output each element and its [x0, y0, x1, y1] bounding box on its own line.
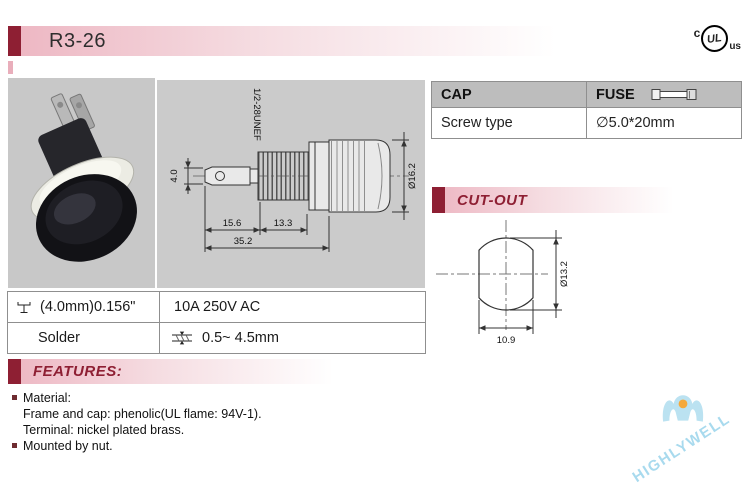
fuse-icon: [651, 89, 697, 100]
header-sub-accent: [8, 61, 13, 74]
feature-item: Mounted by nut.: [10, 438, 430, 454]
bullet-icon: [12, 443, 17, 448]
cutout-width-label: 10.9: [497, 335, 516, 346]
cutout-section-header: CUT-OUT: [432, 187, 742, 213]
feature-text: Terminal: nickel plated brass.: [23, 423, 185, 437]
dim-thread-length: 13.3: [274, 218, 293, 229]
bullet-icon: [12, 395, 17, 400]
feature-item: Terminal: nickel plated brass.: [10, 422, 430, 438]
cutout-drawing: Ø13.2 10.9: [436, 220, 570, 346]
brand-watermark: HIGHLYWELL: [630, 388, 750, 488]
feature-text: Mounted by nut.: [23, 439, 113, 453]
cap-fuse-table: CAP FUSE Screw type ∅5.0*20mm: [431, 81, 742, 139]
cap-value-cell: Screw type: [431, 107, 587, 139]
dim-front-length: 15.6: [223, 218, 242, 229]
ul-us-label: us: [729, 41, 741, 52]
feature-text: Frame and cap: phenolic(UL flame: 94V-1)…: [23, 407, 262, 421]
fuse-header-label: FUSE: [596, 86, 635, 103]
panel-thickness-label: 0.5~ 4.5mm: [202, 330, 279, 346]
features-accent: [8, 359, 21, 384]
fuse-holder-photo-illustration: [8, 78, 155, 288]
model-title: R3-26: [49, 29, 106, 52]
dim-tab-width: 4.0: [169, 169, 180, 182]
cutout-accent: [432, 187, 445, 213]
ul-letters: UL: [706, 31, 723, 46]
features-section-header: FEATURES:: [8, 359, 425, 384]
cutout-diameter-label: Ø13.2: [559, 261, 570, 287]
feature-item: Frame and cap: phenolic(UL flame: 94V-1)…: [10, 406, 430, 422]
dim-total-length: 35.2: [234, 236, 253, 247]
header-bar: R3-26: [8, 26, 710, 56]
cutout-title: CUT-OUT: [457, 191, 528, 209]
fuse-header-cell: FUSE: [586, 81, 742, 108]
terminal-icon: [17, 301, 31, 313]
features-list: Material: Frame and cap: phenolic(UL fla…: [10, 390, 430, 454]
dimension-drawing: 4.0 1/2-28UNEF Ø16.2 15.6 13.3: [157, 80, 425, 288]
thread-spec-label: 1/2-28UNEF: [251, 88, 262, 141]
product-photo: [8, 78, 155, 288]
panel-thickness-cell: 0.5~ 4.5mm: [159, 322, 426, 354]
panel-thickness-icon: [172, 331, 192, 345]
feature-text: Material:: [23, 391, 71, 405]
ul-certification-icon: c UL us: [694, 25, 741, 52]
rating-cell: 10A 250V AC: [159, 291, 426, 323]
header-accent: [8, 26, 21, 56]
ul-circle: UL: [701, 25, 729, 52]
highlywell-logo-icon: [662, 395, 704, 422]
fuse-value-cell: ∅5.0*20mm: [586, 107, 742, 139]
spec-table: (4.0mm)0.156" 10A 250V AC Solder 0.5~ 4.…: [7, 291, 426, 354]
ul-c-label: c: [693, 26, 701, 40]
cap-header-label: CAP: [441, 86, 472, 103]
feature-item: Material:: [10, 390, 430, 406]
features-title: FEATURES:: [33, 363, 123, 380]
dim-cap-diameter: Ø16.2: [407, 163, 418, 189]
terminal-size-cell: (4.0mm)0.156": [7, 291, 160, 323]
cap-header-cell: CAP: [431, 81, 587, 108]
terminal-size-label: (4.0mm)0.156": [40, 299, 136, 315]
side-view-drawing: 4.0 1/2-28UNEF Ø16.2 15.6 13.3: [169, 88, 418, 252]
termination-cell: Solder: [7, 322, 160, 354]
